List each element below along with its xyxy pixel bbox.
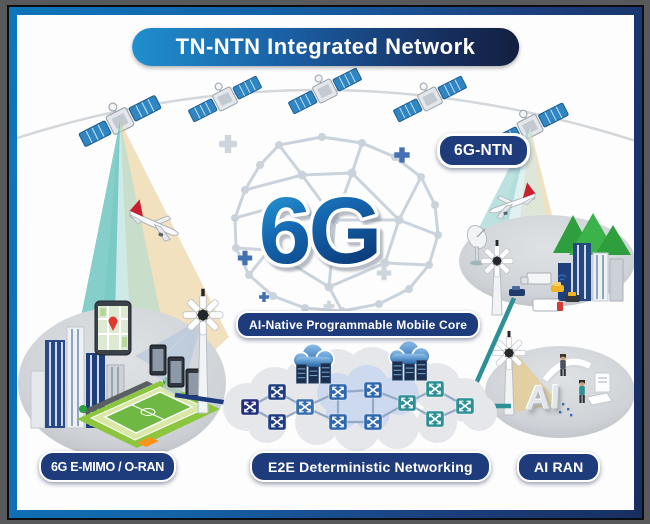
wifi-icon [557, 274, 567, 281]
label-emimo-oran: 6G E-MIMO / O-RAN [39, 451, 176, 482]
swoosh-arrow [542, 358, 592, 382]
switch-icon [398, 395, 416, 411]
city-buildings [558, 243, 624, 302]
switch-icon [364, 414, 382, 430]
switch-icon [456, 398, 474, 414]
cloud-server-icon [292, 342, 335, 385]
person-icon [559, 353, 567, 376]
switch-icon [329, 414, 347, 430]
laptop-desk-icon [586, 372, 613, 406]
frame-blue-border: 6G [9, 7, 642, 518]
switch-icon [268, 414, 286, 430]
switch-icon [364, 382, 382, 398]
switch-icon [426, 381, 444, 397]
vehicles [509, 272, 580, 312]
label-mobile-core: AI-Native Programmable Mobile Core [236, 311, 481, 338]
emimo-oran-scene [18, 288, 226, 459]
label-e2e-networking: E2E Deterministic Networking [250, 451, 491, 482]
title-banner: TN-NTN Integrated Network [131, 28, 520, 66]
label-6g-ntn: 6G-NTN [437, 133, 530, 168]
diagram-canvas: 6G [17, 15, 634, 510]
switch-icon [268, 384, 286, 400]
frame-black-ring: 6G [7, 5, 644, 520]
person-icon [578, 379, 586, 403]
switch-icon [329, 384, 347, 400]
network-diagram: 6G [17, 57, 634, 459]
switch-icon [241, 399, 259, 415]
satellite-icon [387, 65, 469, 125]
satellite-icon [182, 65, 264, 125]
label-ai-ran: AI RAN [517, 452, 601, 482]
cell-tower-icon [480, 239, 514, 316]
ai-ran-scene [485, 330, 634, 438]
cell-tower-icon [491, 330, 527, 416]
satellite-dish-icon [466, 224, 488, 266]
switch-icon [296, 399, 314, 415]
satellite-icon [282, 57, 364, 117]
cloud-server-icon [388, 339, 431, 382]
ai-ground-letters: AI [524, 378, 562, 418]
switch-icon [426, 411, 444, 427]
ai-mesh-brain [231, 133, 442, 315]
ntn-scene [459, 213, 634, 316]
data-bits [559, 403, 573, 417]
cell-tower-icon [182, 288, 224, 414]
logo-6g-text: 6G [259, 178, 380, 284]
smartphone-map-icon [94, 300, 132, 356]
